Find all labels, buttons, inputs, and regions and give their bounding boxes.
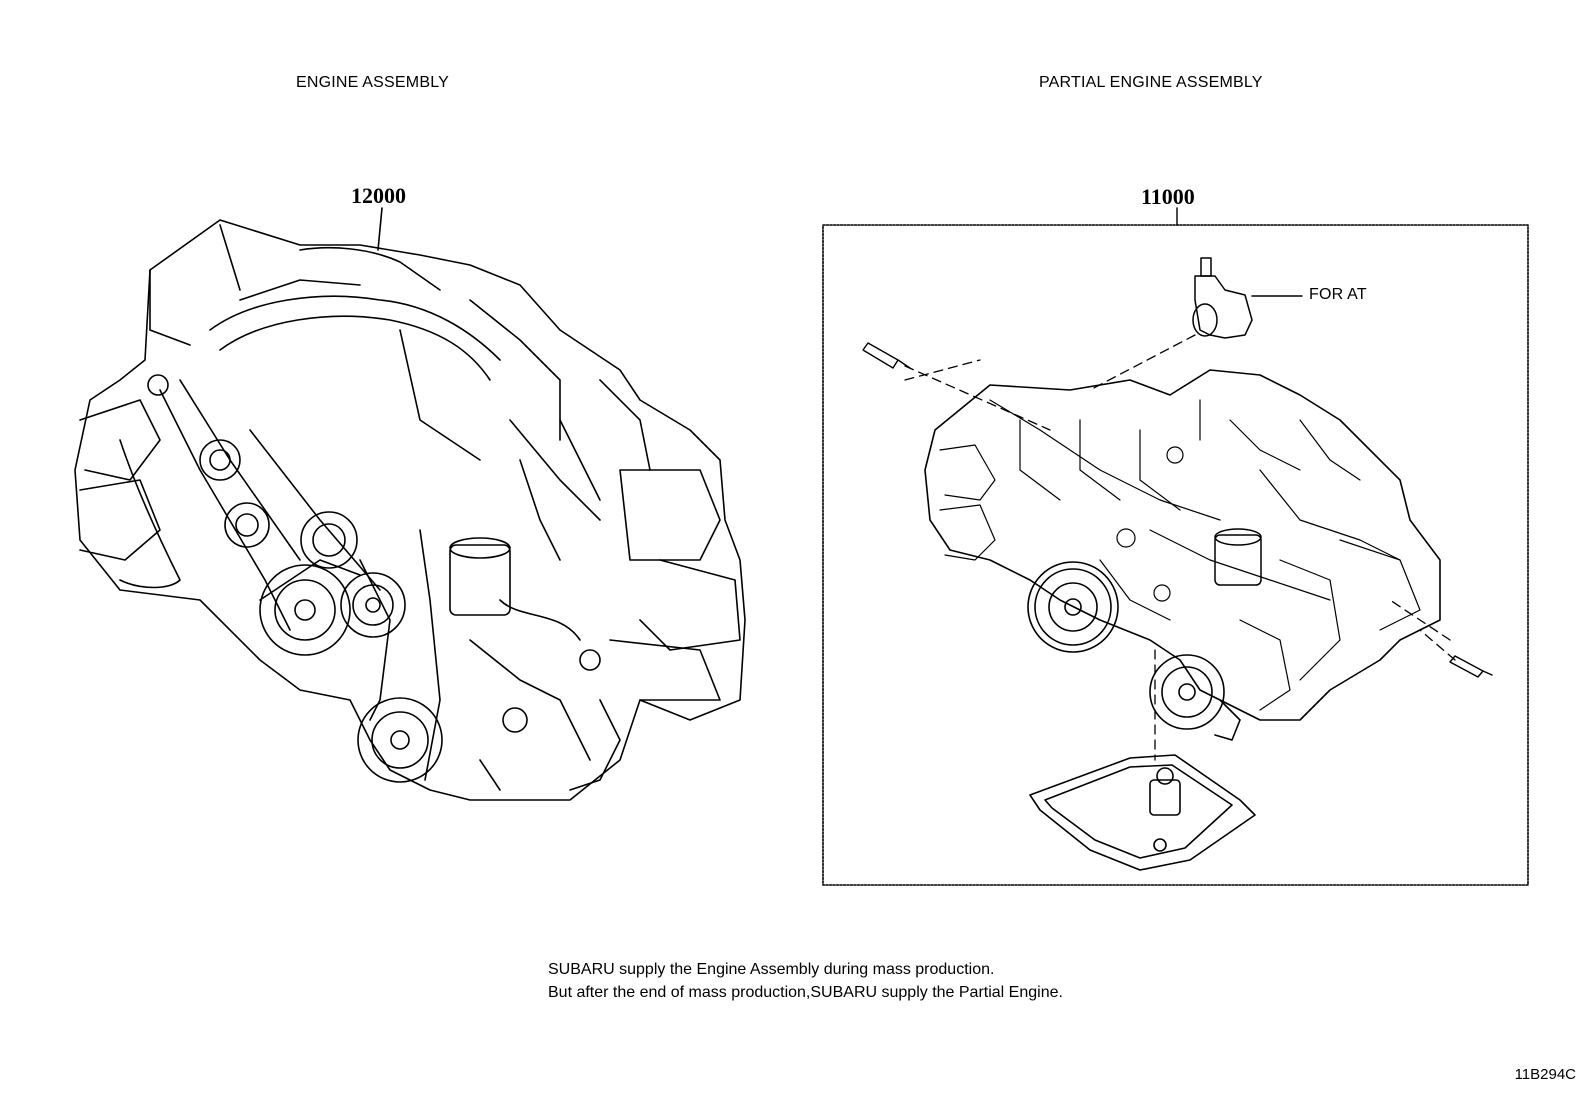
- solenoid-valve: [1193, 258, 1302, 338]
- part-number-12000[interactable]: 12000: [351, 183, 406, 208]
- supply-note-line-2: But after the end of mass production,SUB…: [548, 984, 1063, 1001]
- crank-pulley: [1028, 562, 1118, 652]
- diagram-code: 11B294C: [1514, 1066, 1576, 1083]
- partial-engine-assembly-title: PARTIAL ENGINE ASSEMBLY: [1039, 74, 1263, 91]
- engine-assembly-title: ENGINE ASSEMBLY: [296, 74, 449, 91]
- oil-pan: [1030, 755, 1255, 870]
- supply-note: SUBARU supply the Engine Assembly during…: [548, 958, 1063, 1004]
- engine-assembly-drawing: [75, 208, 745, 800]
- partial-engine-assembly-drawing: [823, 208, 1528, 885]
- oil-filter: [1215, 529, 1261, 585]
- for-at-callout: FOR AT: [1309, 286, 1367, 303]
- supply-note-line-1: SUBARU supply the Engine Assembly during…: [548, 961, 995, 978]
- spark-plug-right: [1450, 656, 1492, 677]
- spark-plug-left: [863, 343, 910, 368]
- water-pump-pulley: [1150, 655, 1240, 740]
- part-number-11000[interactable]: 11000: [1141, 184, 1195, 209]
